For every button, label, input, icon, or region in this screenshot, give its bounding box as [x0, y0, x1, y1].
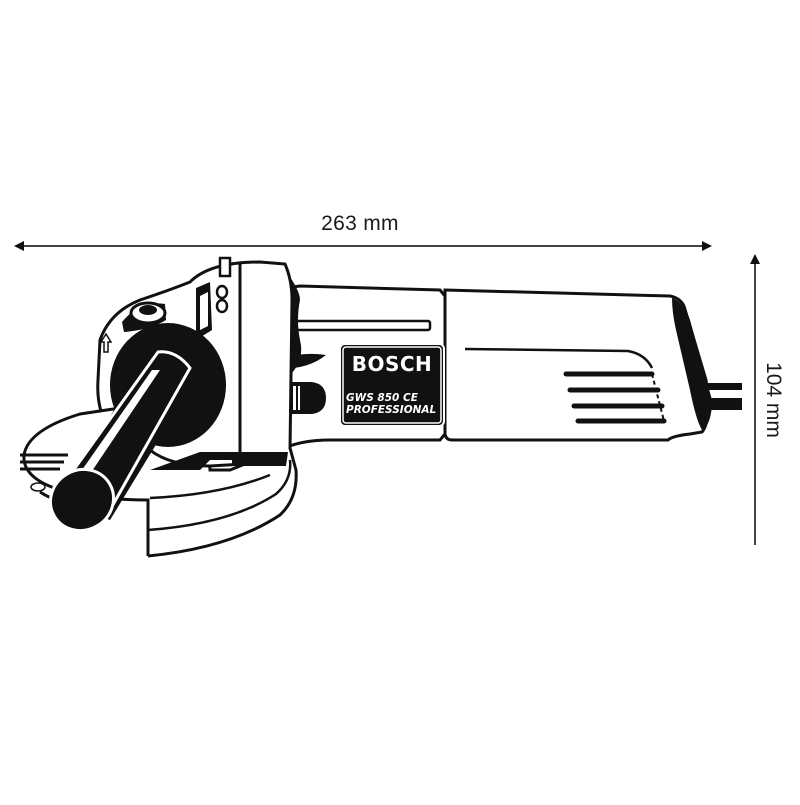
brand-logo-text: BOSCH [351, 352, 433, 376]
side-handle [48, 323, 226, 533]
length-dimension-label: 263 mm [321, 212, 399, 235]
height-dimension-arrow [750, 254, 760, 545]
vent-slots [563, 371, 667, 424]
length-dimension-arrow [14, 241, 712, 251]
model-series: PROFESSIONAL [346, 404, 437, 416]
model-label: GWS 850 CE PROFESSIONAL [346, 392, 436, 416]
model-name: GWS 850 CE [346, 392, 418, 404]
height-dimension-label: 104 mm [762, 362, 785, 438]
motor-housing [443, 288, 712, 442]
rotation-arrow-icon [99, 332, 113, 353]
